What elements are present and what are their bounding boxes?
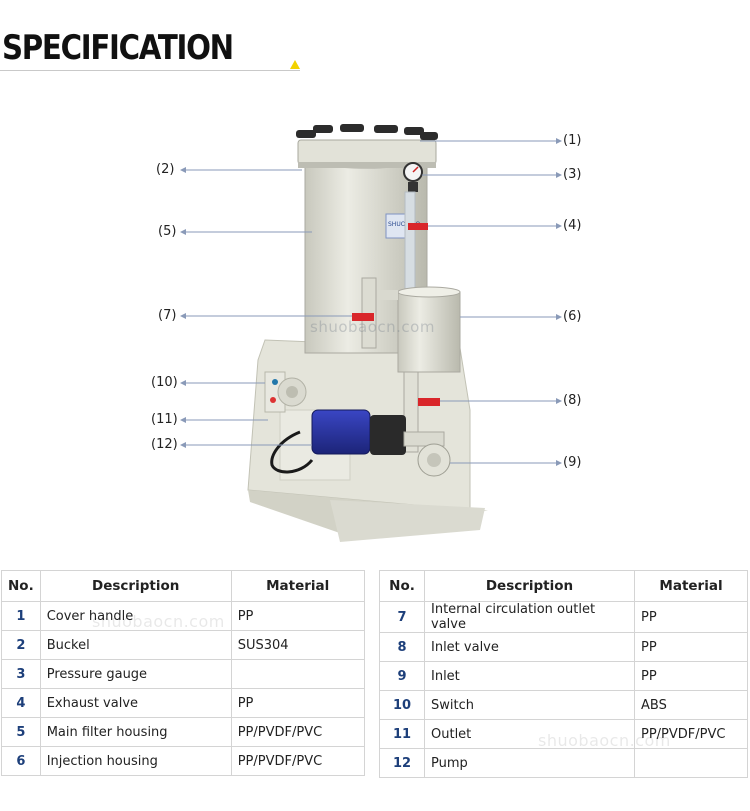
callout-10: (10) — [151, 375, 178, 390]
cell-material: PP — [634, 601, 748, 633]
cell-material: PP/PVDF/PVC — [634, 719, 748, 749]
callout-4: (4) — [563, 218, 582, 233]
cover-handles — [296, 124, 438, 140]
cell-material — [634, 748, 748, 778]
cell-material: PP/PVDF/PVC — [230, 746, 365, 776]
cell-material: PP — [634, 632, 748, 662]
callout-9: (9) — [563, 455, 582, 470]
cell-description: Internal circulation outlet valve — [424, 601, 635, 633]
table-header-row: No. Description Material — [379, 570, 748, 602]
cell-no: 4 — [1, 688, 41, 718]
cell-material: PP — [634, 661, 748, 691]
cell-description: Injection housing — [39, 746, 232, 776]
cell-no: 9 — [379, 661, 425, 691]
cell-no: 7 — [379, 601, 425, 633]
callout-3: (3) — [563, 167, 582, 182]
cell-description: Switch — [424, 690, 635, 720]
table-watermark-left: shuobaocn.com — [92, 612, 225, 631]
cell-material: PP — [230, 601, 365, 631]
callout-5: (5) — [158, 224, 177, 239]
cell-description: Pressure gauge — [39, 659, 232, 689]
pump-motor — [270, 409, 451, 477]
callout-11: (11) — [151, 412, 178, 427]
cell-description: Pump — [424, 748, 635, 778]
cell-no: 8 — [379, 632, 425, 662]
cell-description: Exhaust valve — [39, 688, 232, 718]
col-header-material: Material — [230, 570, 365, 602]
cell-material: ABS — [634, 690, 748, 720]
cell-no: 6 — [1, 746, 41, 776]
cell-material — [230, 659, 365, 689]
image-watermark: shuobaocn.com — [310, 318, 435, 336]
cell-description: Inlet valve — [424, 632, 635, 662]
cell-no: 2 — [1, 630, 41, 660]
product-label: SHUO BAO — [388, 221, 420, 228]
cell-no: 5 — [1, 717, 41, 747]
title-underline — [0, 70, 300, 71]
triangle-marker-icon — [290, 60, 300, 69]
page-title: SPECIFICATION — [2, 28, 234, 68]
table-header-row: No. Description Material — [1, 570, 365, 602]
callout-2: (2) — [156, 162, 175, 177]
exhaust-valve — [408, 223, 428, 230]
cell-no: 10 — [379, 690, 425, 720]
cell-no: 1 — [1, 601, 41, 631]
cell-no: 3 — [1, 659, 41, 689]
callout-1: (1) — [563, 133, 582, 148]
cell-description: Buckel — [39, 630, 232, 660]
cell-material: PP — [230, 688, 365, 718]
col-header-description: Description — [39, 570, 232, 602]
col-header-material: Material — [634, 570, 748, 602]
cell-description: Main filter housing — [39, 717, 232, 747]
product-diagram: SHUO BAO — [0, 110, 750, 560]
col-header-no: No. — [1, 570, 41, 602]
switch-box — [264, 371, 307, 413]
filter-machine-illustration: SHUO BAO — [180, 124, 562, 542]
col-header-description: Description — [424, 570, 635, 602]
leader-arrows — [180, 138, 562, 466]
leader-lines — [182, 140, 556, 464]
cell-description: Inlet — [424, 661, 635, 691]
cell-material: PP/PVDF/PVC — [230, 717, 365, 747]
callout-8: (8) — [563, 393, 582, 408]
cell-material: SUS304 — [230, 630, 365, 660]
section-header: SPECIFICATION — [0, 28, 300, 73]
col-header-no: No. — [379, 570, 425, 602]
callout-7: (7) — [158, 308, 177, 323]
callout-12: (12) — [151, 437, 178, 452]
injection-housing — [361, 277, 461, 373]
cell-no: 11 — [379, 719, 425, 749]
callout-6: (6) — [563, 309, 582, 324]
circulation-valve — [352, 313, 374, 321]
cell-no: 12 — [379, 748, 425, 778]
table-watermark-right: shuobaocn.com — [538, 731, 671, 750]
